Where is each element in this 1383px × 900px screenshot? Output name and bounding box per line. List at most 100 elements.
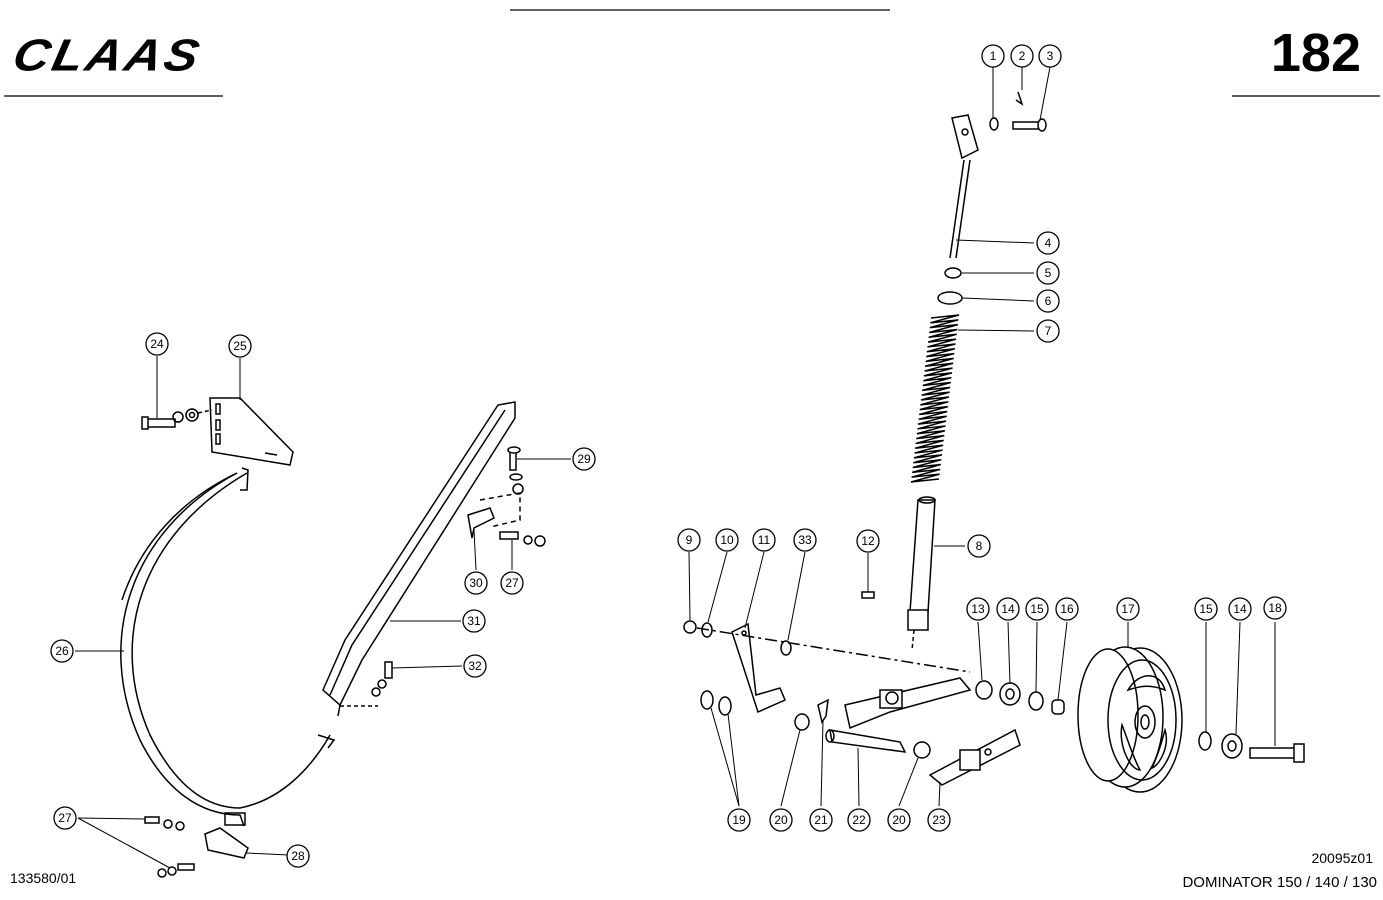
callout-label: 13 [971, 602, 985, 616]
callout-label: 16 [1060, 602, 1074, 616]
callout-label: 20 [774, 813, 788, 827]
callout-11: 11 [752, 528, 776, 552]
callout-20: 20 [887, 808, 911, 832]
callout-label: 28 [291, 849, 305, 863]
callout-6: 6 [1036, 289, 1060, 313]
nut-9 [683, 620, 697, 634]
page-number: 182 [1270, 23, 1361, 83]
callout-2: 2 [1010, 44, 1034, 68]
callout-label: 30 [469, 576, 483, 590]
callout-label: 1 [990, 49, 997, 63]
tube-8 [909, 499, 936, 613]
callout-33: 33 [793, 528, 817, 552]
bracket-25 [209, 397, 294, 466]
pulley-17 [1077, 646, 1183, 793]
callout-30: 30 [464, 571, 488, 595]
ring-1 [989, 117, 999, 131]
callout-label: 2 [1019, 49, 1026, 63]
part-16 [1051, 699, 1065, 715]
frame-22 [844, 677, 972, 730]
callout-24: 24 [145, 332, 169, 356]
callout-label: 31 [467, 614, 481, 628]
nut-5 [944, 267, 962, 279]
bearing-14 [999, 682, 1021, 706]
callout-8: 8 [967, 534, 991, 558]
callout-label: 6 [1045, 294, 1052, 308]
left-assembly [120, 397, 546, 878]
washer-6 [937, 291, 963, 305]
callout-22: 22 [847, 808, 871, 832]
callout-10: 10 [715, 528, 739, 552]
callout-27: 27 [500, 571, 524, 595]
callout-20: 20 [769, 808, 793, 832]
callout-9: 9 [677, 528, 701, 552]
figure-code: 20095z01 [1311, 850, 1373, 866]
bolt-21 [817, 698, 829, 724]
header-rules [4, 9, 1380, 97]
bolt-29 [509, 451, 517, 471]
callout-label: 4 [1045, 236, 1052, 250]
callout-3: 3 [1038, 44, 1062, 68]
callout-19: 19 [727, 808, 751, 832]
callout-18: 18 [1263, 596, 1287, 620]
callout-28: 28 [286, 844, 310, 868]
washer-33 [780, 640, 792, 656]
callout-label: 21 [814, 813, 828, 827]
bushing-20 [794, 713, 810, 731]
callout-label: 27 [58, 811, 72, 825]
callout-29: 29 [572, 447, 596, 471]
callout-label: 19 [732, 813, 746, 827]
model-label: DOMINATOR 150 / 140 / 130 [1182, 874, 1377, 891]
callout-label: 5 [1045, 266, 1052, 280]
callout-5: 5 [1036, 261, 1060, 285]
callout-16: 16 [1055, 597, 1079, 621]
callout-label: 10 [720, 533, 734, 547]
spring-7 [910, 314, 960, 483]
callout-14: 14 [996, 597, 1020, 621]
callout-label: 32 [468, 659, 482, 673]
callout-31: 31 [462, 609, 486, 633]
callout-13: 13 [966, 597, 990, 621]
callout-label: 22 [852, 813, 866, 827]
callout-15: 15 [1194, 597, 1218, 621]
pin-3 [1012, 121, 1042, 130]
washer-10 [701, 622, 713, 638]
callout-label: 25 [233, 339, 247, 353]
callout-21: 21 [809, 808, 833, 832]
callout-label: 14 [1001, 602, 1015, 616]
callout-label: 18 [1268, 601, 1282, 615]
callout-label: 7 [1045, 324, 1052, 338]
document-number: 133580/01 [10, 870, 77, 886]
bar-31 [322, 401, 516, 707]
pin-12 [861, 591, 875, 599]
callout-label: 24 [150, 337, 164, 351]
callout-32: 32 [463, 654, 487, 678]
part-13 [975, 680, 993, 700]
leader-lines [75, 66, 1276, 869]
bolt-24 [146, 418, 176, 428]
callout-17: 17 [1116, 597, 1140, 621]
callout-7: 7 [1036, 319, 1060, 343]
callout-25: 25 [228, 334, 252, 358]
callout-label: 8 [976, 539, 983, 553]
fork-head [951, 114, 979, 160]
washer-19 [700, 690, 714, 710]
callout-26: 26 [50, 639, 74, 663]
strap-26 [120, 472, 245, 827]
callout-label: 20 [892, 813, 906, 827]
callout-label: 11 [758, 533, 771, 547]
bolt-32 [384, 661, 393, 679]
rod-4 [949, 159, 965, 259]
callout-4: 4 [1036, 231, 1060, 255]
bracket-30 [467, 507, 495, 539]
arm-11 [731, 622, 786, 714]
callout-label: 12 [861, 534, 875, 548]
bolt-18 [1249, 747, 1296, 759]
callout-label: 17 [1121, 602, 1135, 616]
callout-label: 14 [1233, 602, 1247, 616]
callout-label: 26 [55, 644, 69, 658]
callout-14: 14 [1228, 597, 1252, 621]
callout-15: 15 [1025, 597, 1049, 621]
